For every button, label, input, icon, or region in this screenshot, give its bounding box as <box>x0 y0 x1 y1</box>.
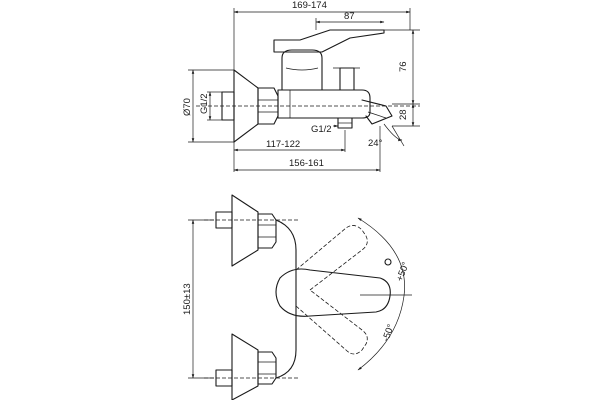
cartridge-column <box>281 49 323 91</box>
dim-projection-min: 117-122 <box>266 139 300 150</box>
dim-rotation-plus: +50° <box>394 260 411 283</box>
indicator-dot <box>384 258 392 266</box>
mixer-body <box>277 89 371 119</box>
handle-plus-50 <box>295 225 368 291</box>
dimensions-bottom: 150±13 <box>182 219 214 379</box>
handle-lever <box>273 29 385 53</box>
lower-hex-nut <box>257 351 277 385</box>
dim-body-diameter: Ø70 <box>182 98 193 116</box>
front-body <box>275 219 297 379</box>
dim-spout-height: 28 <box>398 109 409 120</box>
diverter-knob <box>339 67 355 91</box>
upper-hex-nut <box>257 213 277 249</box>
dim-thread-inlet: G1/2 <box>199 93 210 114</box>
dimensions-top: 169-174 87 76 28 Ø70 G1/2 G1/2 24° 117-1… <box>182 0 420 172</box>
dim-body-height: 76 <box>398 61 409 72</box>
handle-minus-50 <box>295 289 368 355</box>
dim-overall-width: 169-174 <box>292 0 327 11</box>
upper-flange <box>231 194 259 267</box>
cartridge-cap <box>275 268 391 317</box>
dim-spout-angle: 24° <box>368 138 383 149</box>
dim-rotation-minus: -50° <box>380 323 396 343</box>
spout <box>361 99 393 125</box>
dim-thread-outlet: G1/2 <box>311 124 332 135</box>
dim-handle-length: 87 <box>344 11 355 22</box>
lower-flange <box>231 333 259 400</box>
dim-projection-total: 156-161 <box>289 158 324 169</box>
side-elevation-view <box>196 29 420 143</box>
front-elevation-view: +50° -50° <box>204 194 412 400</box>
dim-center-spacing: 150±13 <box>182 283 193 315</box>
